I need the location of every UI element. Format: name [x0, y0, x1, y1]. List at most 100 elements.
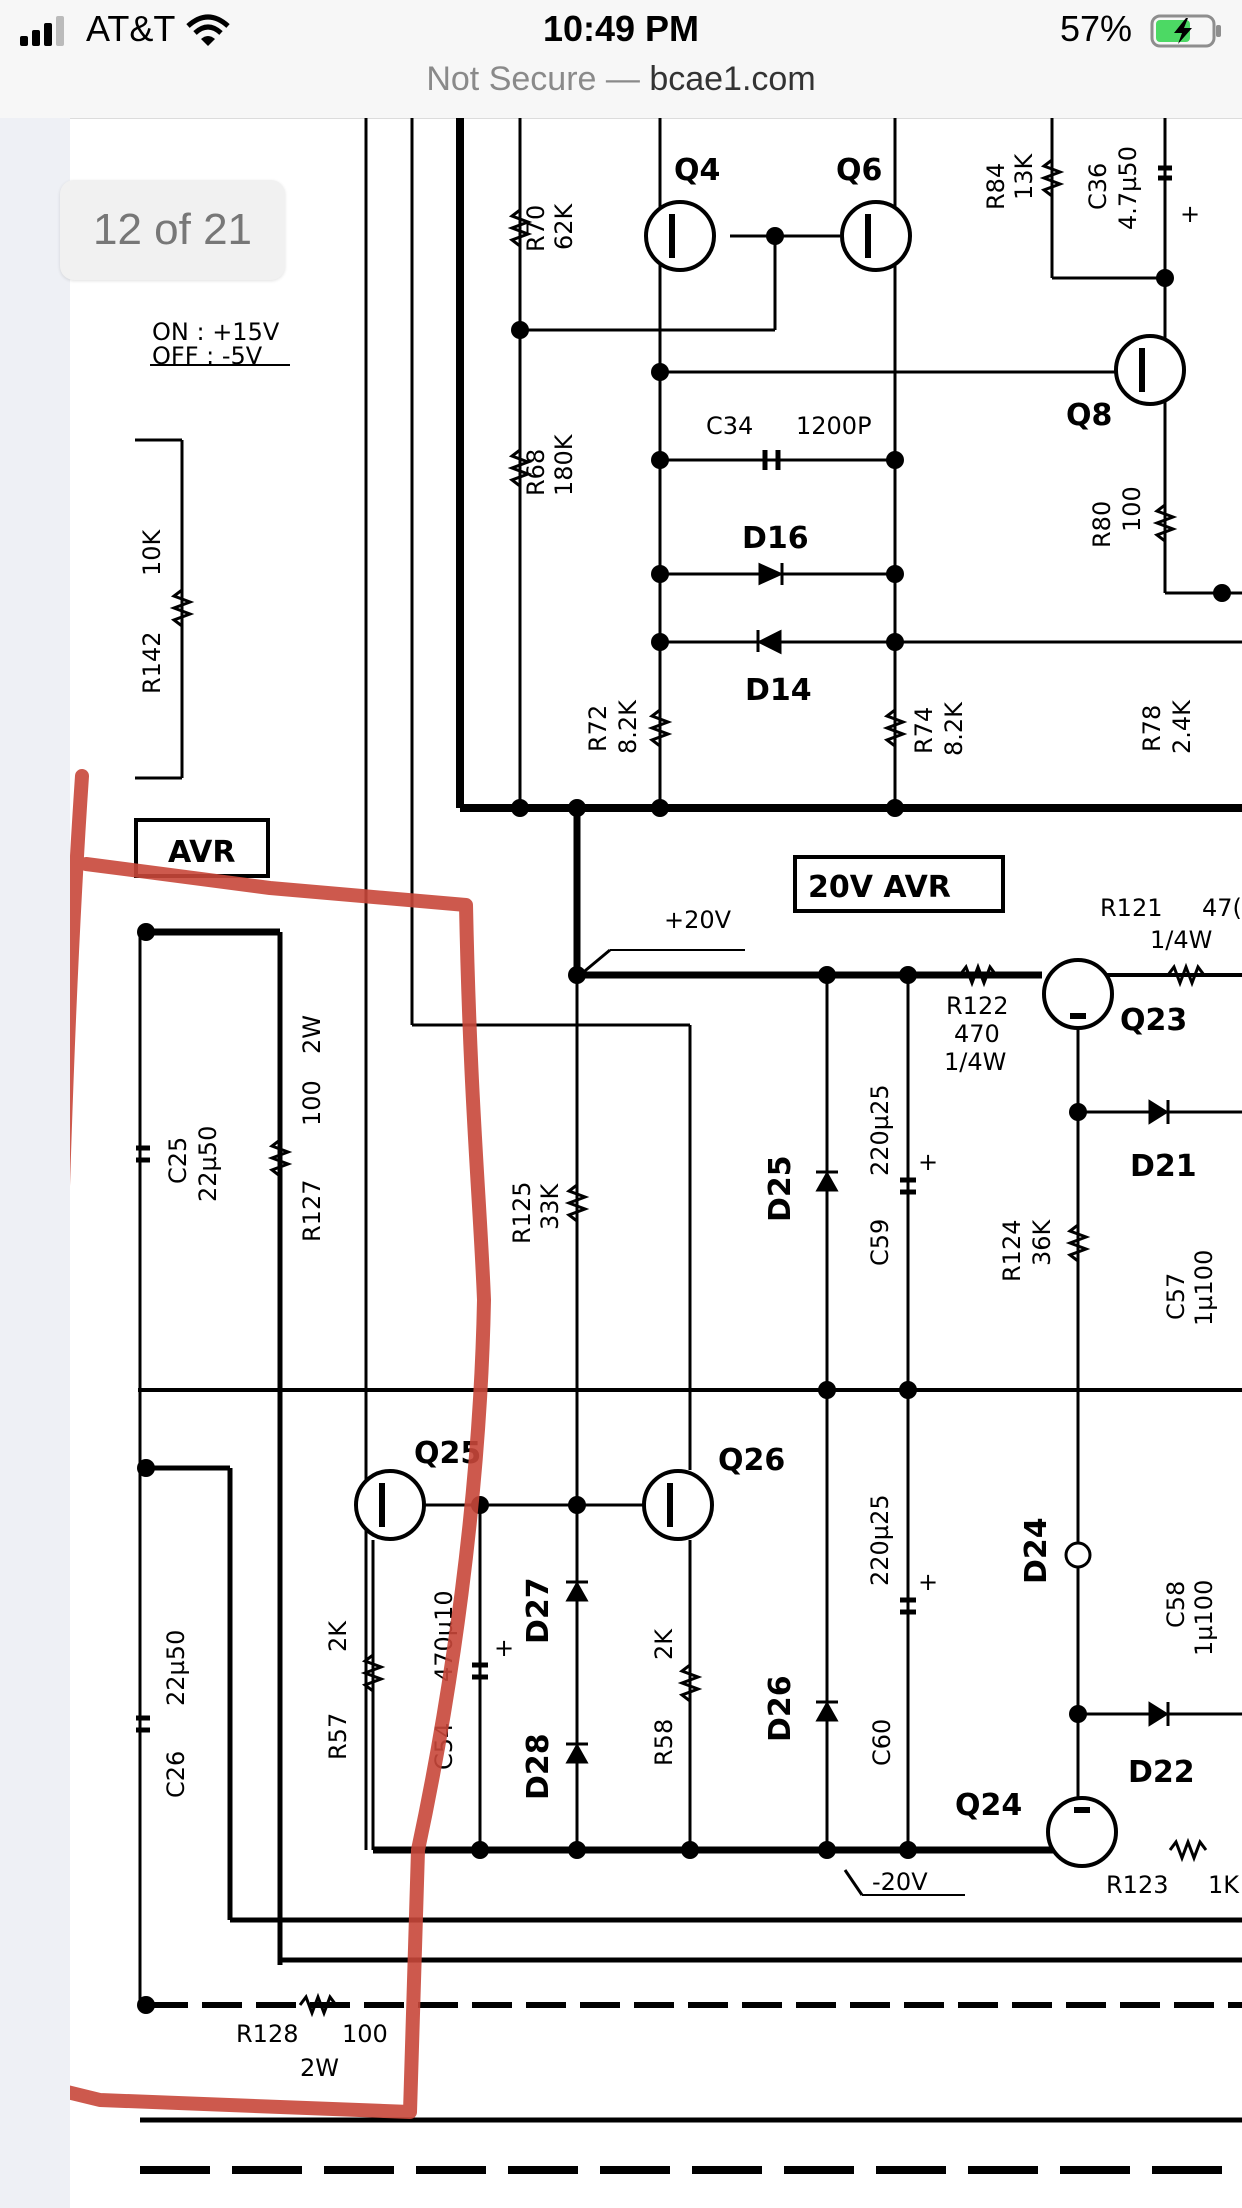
- value-c57: 1µ100: [1190, 1250, 1218, 1326]
- label-c60: C60: [868, 1719, 896, 1766]
- value-c34: 1200P: [796, 412, 872, 440]
- value-c36: 4.7µ50: [1114, 146, 1142, 230]
- label-c59: C59: [866, 1219, 894, 1266]
- value-r68: 180K: [550, 433, 578, 496]
- battery-percent: 57%: [1059, 8, 1132, 49]
- battery-charging-icon: [1150, 14, 1221, 48]
- value-r125: 33K: [536, 1182, 564, 1230]
- label-q4: Q4: [674, 153, 720, 188]
- value-r128: 100: [342, 2020, 388, 2048]
- transistor-q26: [642, 1469, 714, 1541]
- label-d22: D22: [1128, 1755, 1195, 1790]
- label-minus-20v: -20V: [872, 1868, 928, 1896]
- label-q8: Q8: [1066, 398, 1112, 433]
- label-d16: D16: [742, 521, 809, 556]
- value-r57: 2K: [324, 1620, 352, 1652]
- label-on-state: ON : +15V: [152, 318, 280, 346]
- carrier-label: AT&T: [86, 8, 176, 49]
- address-bar[interactable]: Not Secure — bcae1.com: [0, 60, 1242, 99]
- label-r125: R125: [508, 1182, 536, 1244]
- value-r58: 2K: [650, 1628, 678, 1660]
- label-r78: R78: [1138, 705, 1166, 752]
- label-r142: R142: [138, 632, 166, 694]
- wifi-icon: [186, 14, 230, 46]
- value-c59: 220µ25: [866, 1084, 894, 1176]
- polarity-c60: +: [918, 1568, 938, 1596]
- label-plus-20v: +20V: [664, 906, 732, 934]
- value-r124: 36K: [1028, 1218, 1056, 1266]
- value-r123: 1K: [1208, 1871, 1240, 1899]
- url-domain: bcae1.com: [649, 60, 816, 98]
- label-r72: R72: [584, 705, 612, 752]
- label-d14: D14: [745, 673, 812, 708]
- label-r121: R121: [1100, 894, 1162, 922]
- value-c26: 22µ50: [162, 1630, 190, 1706]
- label-d28: D28: [521, 1733, 556, 1800]
- power-r127: 2W: [298, 1015, 326, 1054]
- label-off-state: OFF : -5V: [152, 342, 263, 370]
- not-secure-label: Not Secure —: [426, 60, 640, 98]
- label-q23: Q23: [1120, 1003, 1187, 1038]
- value-c60: 220µ25: [866, 1494, 894, 1586]
- label-d21: D21: [1130, 1149, 1197, 1184]
- value-r142: 10K: [138, 528, 166, 576]
- label-r127: R127: [298, 1180, 326, 1242]
- label-d24: D24: [1019, 1517, 1054, 1584]
- label-r68: R68: [522, 449, 550, 496]
- power-r121: 1/4W: [1150, 926, 1212, 954]
- label-r123: R123: [1106, 1871, 1168, 1899]
- label-r128: R128: [236, 2020, 298, 2048]
- value-r74: 8.2K: [940, 701, 968, 756]
- value-r72: 8.2K: [614, 699, 642, 754]
- transistor-q23: [1042, 958, 1114, 1030]
- signal-icon: [20, 16, 64, 46]
- label-r58: R58: [650, 1719, 678, 1766]
- transistor-q6: [840, 200, 912, 272]
- label-r84: R84: [982, 163, 1010, 210]
- label-r57: R57: [324, 1713, 352, 1760]
- polarity-c59: +: [918, 1148, 938, 1176]
- power-r122: 1/4W: [944, 1048, 1006, 1076]
- label-r70: R70: [522, 205, 550, 252]
- power-r128: 2W: [300, 2054, 339, 2082]
- clock: 10:49 PM: [542, 8, 700, 49]
- value-c58: 1µ100: [1190, 1580, 1218, 1656]
- label-c36: C36: [1084, 163, 1112, 210]
- value-r70: 62K: [550, 202, 578, 250]
- value-r84: 13K: [1010, 152, 1038, 200]
- value-r78: 2.4K: [1168, 699, 1196, 754]
- label-q6: Q6: [836, 153, 882, 188]
- label-c34: C34: [706, 412, 753, 440]
- value-c25: 22µ50: [194, 1126, 222, 1202]
- label-q24: Q24: [955, 1788, 1022, 1823]
- label-d25: D25: [763, 1155, 798, 1222]
- value-r127: 100: [298, 1080, 326, 1126]
- label-c58: C58: [1162, 1581, 1190, 1628]
- label-d27: D27: [521, 1577, 556, 1644]
- label-r124: R124: [998, 1220, 1026, 1282]
- label-r80: R80: [1088, 501, 1116, 548]
- label-20v-avr: 20V AVR: [808, 870, 951, 905]
- transistor-q8: [1114, 334, 1186, 406]
- label-q26: Q26: [718, 1443, 785, 1478]
- label-r122: R122: [946, 992, 1008, 1020]
- polarity-c54: +: [494, 1634, 514, 1662]
- red-annotation-outline: [70, 769, 491, 2119]
- label-avr: AVR: [168, 835, 236, 870]
- label-c26: C26: [162, 1751, 190, 1798]
- transistor-q24: [1046, 1796, 1118, 1868]
- status-bar: AT&T 10:49 PM 57% Not Secure — bcae1.com: [0, 0, 1242, 119]
- viewer-margin: [0, 118, 70, 2208]
- value-r80: 100: [1118, 486, 1146, 532]
- label-r74: R74: [910, 707, 938, 754]
- page-counter: 12 of 21: [60, 180, 285, 280]
- value-r121: 47(: [1202, 894, 1242, 922]
- label-c25: C25: [164, 1137, 192, 1184]
- label-d26: D26: [763, 1675, 798, 1742]
- polarity-c36: +: [1180, 200, 1200, 228]
- transistor-q25: [354, 1469, 426, 1541]
- value-r122: 470: [954, 1020, 1000, 1048]
- circuit-schematic[interactable]: Q4 Q6 Q8 Q23 Q24 Q25 Q26 R84 13K C36 4.7…: [70, 118, 1242, 2208]
- transistor-q4: [644, 200, 716, 272]
- label-c57: C57: [1162, 1273, 1190, 1320]
